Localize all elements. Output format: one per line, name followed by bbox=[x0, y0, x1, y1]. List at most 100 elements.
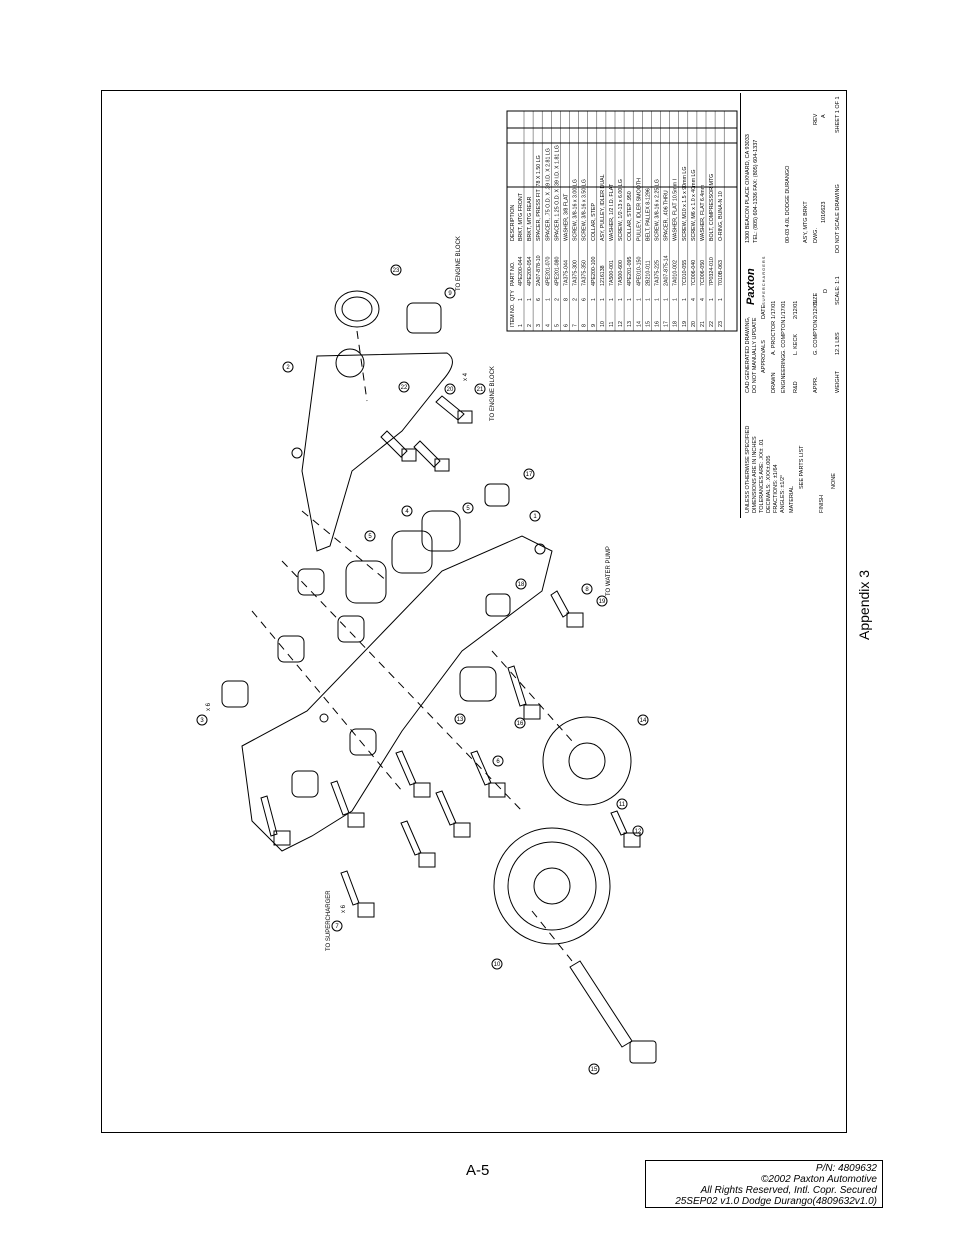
parts-row-desc: WASHER, 3/8 FLAT bbox=[564, 193, 570, 241]
times-4-label: x 4 bbox=[463, 372, 469, 381]
parts-row-item: 2 bbox=[527, 324, 533, 327]
to-supercharger-label: TO SUPERCHARGER bbox=[326, 890, 332, 951]
svg-text:16: 16 bbox=[517, 721, 524, 727]
drawn-date: 1/17/01 bbox=[771, 300, 777, 319]
parts-row-desc: PULLEY, IDLER SMOOTH bbox=[636, 178, 642, 241]
parts-row-part: 4PE010-150 bbox=[636, 256, 642, 286]
svg-text:20: 20 bbox=[447, 387, 454, 393]
parts-row-item: 14 bbox=[636, 321, 642, 327]
company-phone: TEL: (805) 604-1336 FAX: (805) 604-1337 bbox=[753, 139, 759, 243]
callout-22: 22 bbox=[398, 381, 410, 393]
parts-row-item: 9 bbox=[591, 324, 597, 327]
svg-text:17: 17 bbox=[526, 472, 533, 478]
svg-text:14: 14 bbox=[640, 718, 647, 724]
scale: SCALE: 1:1 bbox=[835, 276, 841, 305]
bracket-hole bbox=[335, 348, 365, 378]
parts-row-qty: 1 bbox=[645, 298, 651, 301]
callout-19: 19 bbox=[596, 595, 608, 607]
parts-row-item: 18 bbox=[673, 321, 679, 327]
parts-row-qty: 1 bbox=[718, 298, 724, 301]
footer-line: All Rights Reserved, Intl. Copr. Secured bbox=[700, 1185, 877, 1196]
spacer-press-fit bbox=[349, 728, 377, 756]
bracket-hole bbox=[291, 447, 303, 459]
drawn-by: A. PROCTOR bbox=[771, 320, 777, 355]
parts-row-desc: ASY, PULLEY, IDLER DUAL bbox=[600, 174, 606, 241]
svg-text:8: 8 bbox=[585, 587, 589, 593]
appr-by: G. COMPTON bbox=[813, 319, 819, 355]
idler-pulley-smooth bbox=[542, 716, 632, 806]
appr-label: APPR. bbox=[813, 376, 819, 393]
parts-row-item: 19 bbox=[682, 321, 688, 327]
parts-row-desc: WASHER, FLAT 10.5mm I bbox=[673, 179, 679, 241]
callout-15: 15 bbox=[588, 1063, 600, 1075]
svg-text:5: 5 bbox=[466, 506, 470, 512]
material-label: MATERIAL bbox=[789, 485, 795, 513]
svg-text:3: 3 bbox=[200, 718, 204, 724]
to-water-pump-label: TO WATER PUMP bbox=[606, 546, 612, 596]
size-value: D bbox=[823, 289, 829, 293]
dwg-number: 1016623 bbox=[821, 201, 827, 223]
parts-row-qty: 1 bbox=[627, 298, 633, 301]
svg-text:9: 9 bbox=[448, 291, 452, 297]
company-tagline: SUPERCHARGERS bbox=[761, 255, 766, 305]
parts-row-qty: 1 bbox=[655, 298, 661, 301]
parts-row-desc: BRKT, MTG FRONT bbox=[518, 192, 524, 241]
parts-row-part: 2A07-878-10 bbox=[536, 255, 542, 286]
svg-text:18: 18 bbox=[518, 582, 525, 588]
callout-7: 7 bbox=[331, 920, 343, 932]
parts-row-qty: 1 bbox=[591, 298, 597, 301]
footer-line: P/N: 4809632 bbox=[815, 1163, 877, 1174]
exploded-assembly-drawing: 23 9 2 20 21 17 5 4 1 5 18 19 3 13 16 14… bbox=[196, 110, 738, 1075]
callout-11: 11 bbox=[616, 798, 628, 810]
parts-row-qty: 1 bbox=[518, 298, 524, 301]
long-bolt-head bbox=[629, 1040, 657, 1064]
parts-row-part: 7C010-055 bbox=[682, 260, 688, 286]
parts-row-desc: O-RING, BUNA-N 10 bbox=[718, 191, 724, 241]
idler-pulley-smooth-hub bbox=[568, 742, 606, 780]
parts-row-qty: 1 bbox=[709, 298, 715, 301]
finish-value: NONE bbox=[831, 473, 837, 489]
parts-row-desc: COLLAR, STEP bbox=[591, 203, 597, 241]
step-collar bbox=[406, 302, 442, 334]
parts-row-qty: 1 bbox=[618, 298, 624, 301]
parts-row-part: 7C006-040 bbox=[691, 260, 697, 286]
parts-row-part: 4PE200-100 bbox=[591, 256, 597, 286]
weight-value: 12.1 LBS bbox=[835, 332, 841, 355]
parts-row-desc: WASHER, 1/2 I.D. FLAT bbox=[609, 183, 615, 241]
sheet-number: SHEET 1 OF 1 bbox=[835, 96, 841, 133]
idler-pulley-dual-hub bbox=[533, 867, 571, 905]
parts-row-qty: 1 bbox=[609, 298, 615, 301]
rd-by: L. KECK bbox=[793, 333, 799, 355]
parts-row-item: 16 bbox=[655, 321, 661, 327]
parts-row-desc: COLLAR, STEP .950 bbox=[627, 191, 633, 241]
callout-3: 3 bbox=[196, 714, 208, 726]
spacer-large bbox=[421, 510, 461, 552]
parts-row-qty: 2 bbox=[573, 298, 579, 301]
front-bracket bbox=[241, 535, 553, 852]
cad-note-2: DO NOT MANUALLY UPDATE bbox=[752, 317, 758, 393]
callout-21: 21 bbox=[474, 383, 486, 395]
spacer-small bbox=[484, 483, 510, 507]
parts-row-item: 3 bbox=[536, 324, 542, 327]
callout-6: 6 bbox=[492, 755, 504, 767]
to-engine-block-label-2: TO ENGINE BLOCK bbox=[490, 366, 496, 421]
callout-16: 16 bbox=[514, 717, 526, 729]
parts-row-qty: 1 bbox=[673, 298, 679, 301]
parts-row-desc: SCREW, 1/2-13 x 6.00 LG bbox=[618, 179, 624, 241]
parts-row-qty: 1 bbox=[545, 298, 551, 301]
svg-text:22: 22 bbox=[401, 385, 408, 391]
spacer-large bbox=[345, 560, 387, 604]
callout-17: 17 bbox=[523, 468, 535, 480]
rev-value: A bbox=[821, 114, 827, 118]
project-name: 00-03 4.0L DODGE DURANGO bbox=[785, 165, 791, 243]
assembly-lines bbox=[251, 330, 573, 962]
svg-text:1: 1 bbox=[533, 514, 537, 520]
callout-12: 12 bbox=[632, 825, 644, 837]
engineering-date: 1/17/01 bbox=[781, 300, 787, 319]
svg-text:23: 23 bbox=[393, 268, 400, 274]
svg-text:15: 15 bbox=[591, 1067, 598, 1073]
parts-row-item: 4 bbox=[545, 324, 551, 327]
parts-row-qty: 2 bbox=[554, 298, 560, 301]
spacer-small bbox=[485, 593, 511, 617]
